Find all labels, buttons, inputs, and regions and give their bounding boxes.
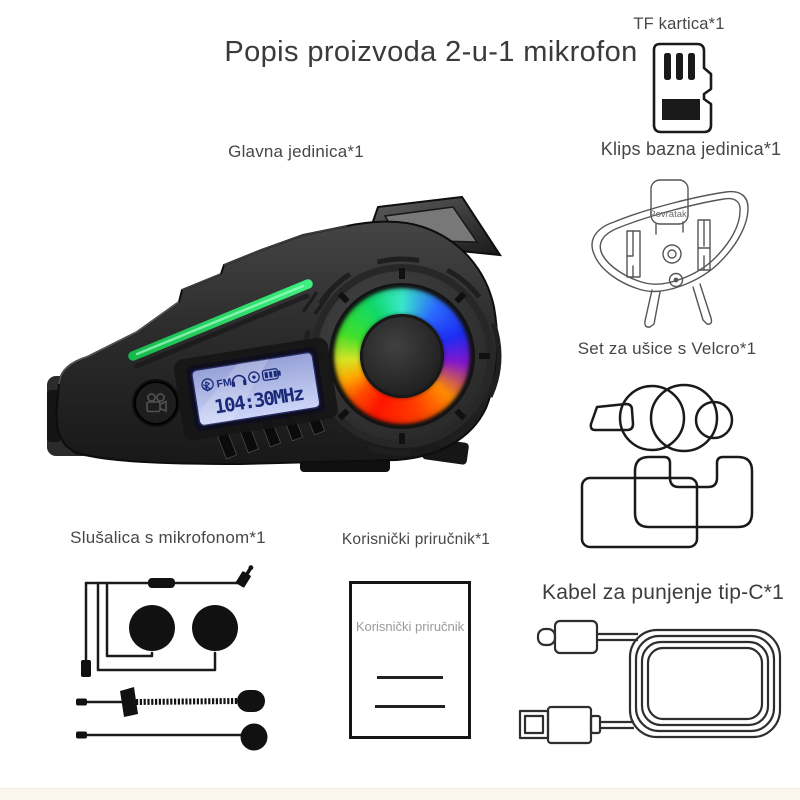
manual-label: Korisnički priručnik*1 xyxy=(341,531,491,548)
main-unit-label: Glavna jedinica*1 xyxy=(228,142,364,161)
velcro-set-icon xyxy=(580,383,754,549)
headset-label: Slušalica s mikrofonom*1 xyxy=(70,528,266,547)
cable-icon xyxy=(518,619,782,745)
lcd-display: FM 104:30MHz xyxy=(173,337,338,441)
camera-button xyxy=(132,379,180,427)
clip-base-label: Klips bazna jedinica*1 xyxy=(600,139,782,159)
cable-label: Kabel za punjenje tip-C*1 xyxy=(542,581,784,604)
manual-icon: Korisnički priručnik xyxy=(349,581,471,739)
page-title: Popis proizvoda 2-u-1 mikrofon xyxy=(224,36,638,68)
tf-card-label: TF kartica*1 xyxy=(633,15,725,33)
footer-strip xyxy=(0,788,800,800)
manual-line xyxy=(375,705,445,708)
clip-base-icon: Povratak xyxy=(591,179,749,328)
green-led-strip xyxy=(128,279,313,369)
manual-line xyxy=(377,676,443,679)
tf-card-icon xyxy=(652,42,713,134)
knob-center xyxy=(360,314,444,398)
headset-icon xyxy=(76,565,268,751)
velcro-set-label: Set za ušice s Velcro*1 xyxy=(577,339,757,358)
clip-engraving: Povratak xyxy=(649,209,687,220)
manual-cover-text: Korisnički priručnik xyxy=(355,619,465,634)
svg-text:FM: FM xyxy=(216,376,233,390)
